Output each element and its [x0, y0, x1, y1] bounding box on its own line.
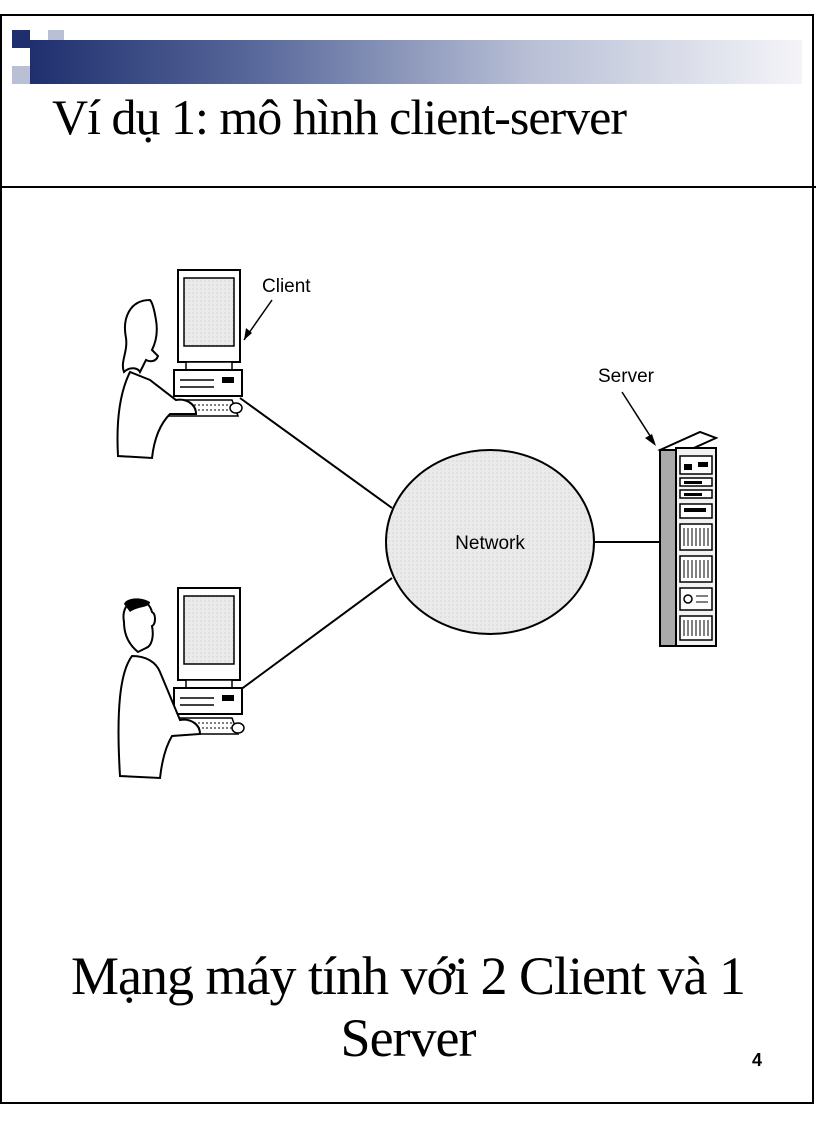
user-icon: [121, 298, 160, 375]
title-divider: [0, 186, 816, 188]
slide-frame: [0, 14, 814, 1104]
deco-square-light: [12, 66, 30, 84]
slide-caption: Mạng máy tính với 2 Client và 1 Server: [71, 946, 746, 1068]
server-pointer: [621, 391, 655, 443]
link-client1-network: [239, 397, 393, 509]
network-cloud: [385, 449, 595, 635]
page-number: 4: [752, 1050, 763, 1070]
link-client2-network: [239, 577, 393, 691]
deco-square-dark: [12, 30, 30, 48]
title-gradient-bar: [30, 40, 802, 84]
client-label: Client: [262, 276, 311, 297]
server-label: Server: [598, 366, 655, 387]
network-label: Network: [455, 533, 525, 554]
page-title: Ví dụ 1: mô hình client-server: [52, 89, 627, 145]
server-tower-icon: [657, 430, 719, 647]
user-icon: [122, 598, 156, 654]
client-workstation-1: [116, 269, 243, 460]
client-workstation-2: [117, 587, 245, 780]
